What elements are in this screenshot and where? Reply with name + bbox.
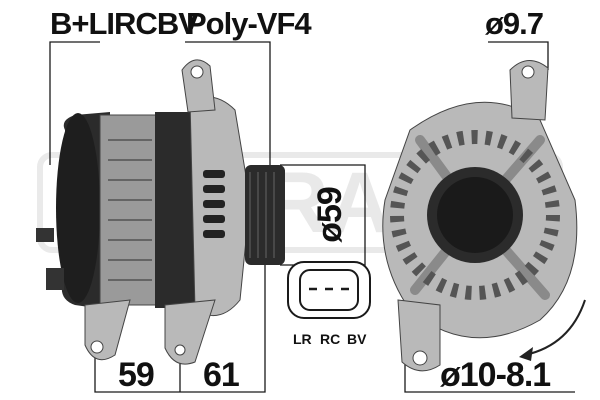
pulley-diameter-label: ø59 [310, 187, 349, 243]
plug-pin-label: BV [347, 331, 367, 347]
pulley-type-label: Poly-VF4 [186, 6, 312, 41]
mount-hole-diameter-label: ø9.7 [485, 6, 544, 41]
mount-distance-left-label: 59 [118, 356, 155, 394]
plug-pin-label: LR [293, 331, 312, 347]
rotation-arrow-icon [519, 299, 586, 361]
rear-hole-diameter-label: ø10-8.1 [440, 356, 551, 394]
alternator-side-view [36, 59, 285, 365]
connector-terminals-label: B+LIRCBV [50, 6, 199, 41]
mount-distance-right-label: 61 [203, 356, 240, 394]
plug-pin-label: RC [320, 331, 341, 347]
alternator-rear-view [382, 60, 578, 372]
connector-plug-icon [287, 261, 371, 319]
